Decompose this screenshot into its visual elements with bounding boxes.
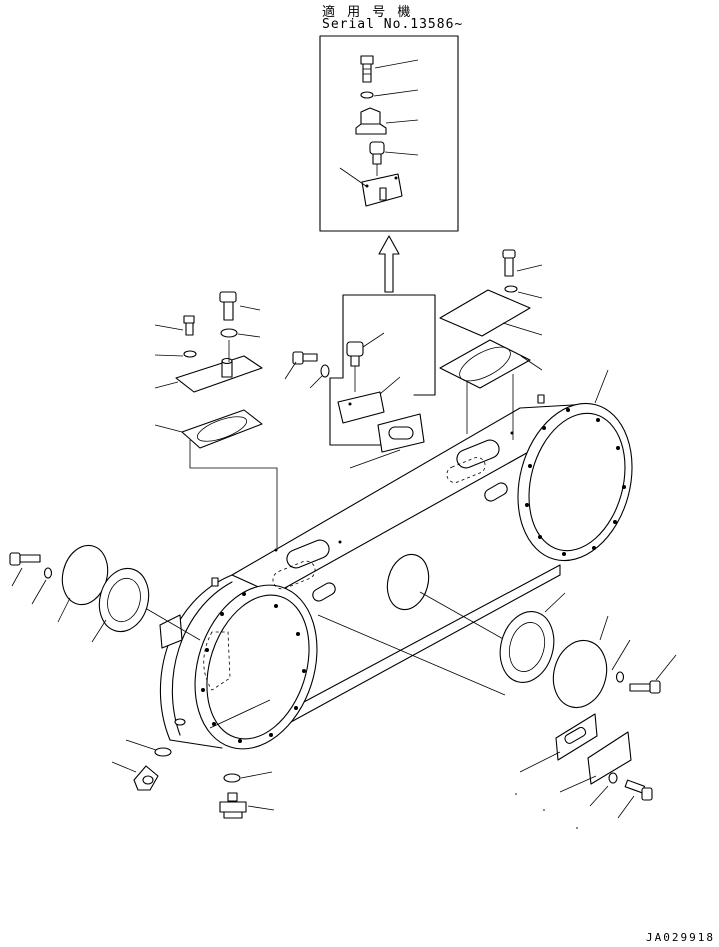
bolt-icon <box>360 55 374 83</box>
inspection-port <box>386 553 430 611</box>
washer-icon <box>223 773 241 783</box>
cover-plate-icon <box>587 731 632 785</box>
bolt-icon <box>624 779 653 801</box>
washer-icon <box>320 364 330 378</box>
front-opening <box>312 582 336 602</box>
bolt-icon <box>219 291 237 321</box>
bolt-icon <box>9 552 41 566</box>
drawing-number: JA029918 <box>646 931 715 944</box>
washer-icon <box>504 285 518 293</box>
left-cover-set <box>9 544 150 643</box>
washer-icon <box>43 567 53 579</box>
bolt-icon <box>629 680 661 694</box>
gasket-icon <box>181 409 263 449</box>
bolt-icon <box>292 351 318 365</box>
bottom-right-plate-set <box>519 713 653 819</box>
washer-icon <box>615 671 625 683</box>
upper-left-cover-set <box>154 291 278 548</box>
shaft-stub <box>159 614 183 649</box>
bracket-icon <box>355 107 387 135</box>
top-opening-right <box>456 439 500 469</box>
serial-inset-box <box>319 35 459 232</box>
washer-icon <box>220 328 238 338</box>
applicable-model-label: 適 用 号 機 <box>322 5 415 20</box>
top-opening-left <box>286 539 330 569</box>
cover-plate-icon <box>552 639 608 709</box>
washer-icon <box>183 350 197 358</box>
cover-plate-icon <box>439 289 531 337</box>
cover-plate-icon <box>175 355 263 393</box>
left-flange-holes <box>201 592 306 743</box>
gasket-icon <box>98 567 150 633</box>
arrow-up-icon <box>378 235 400 293</box>
center-left-bolt-set <box>284 351 330 389</box>
gasket-icon <box>377 413 425 453</box>
drain-plug-icon <box>133 765 159 791</box>
sensor-icon <box>346 341 364 392</box>
sensor-icon <box>369 141 385 176</box>
center-bracket-box <box>329 294 436 469</box>
gasket-icon <box>499 611 555 683</box>
right-lower-cover-set <box>499 592 677 709</box>
washer-icon <box>360 91 374 99</box>
bolt-icon <box>502 249 516 277</box>
right-flange-holes <box>525 408 626 556</box>
cover-plate-icon <box>337 391 385 424</box>
serial-number-label: Serial No.13586~ <box>322 17 464 32</box>
drain-plug-icon <box>219 792 247 819</box>
washer-icon <box>608 772 618 784</box>
transmission-case <box>159 394 633 750</box>
washer-icon <box>154 747 172 757</box>
gasket-icon <box>555 713 598 761</box>
side-opening <box>484 482 508 502</box>
drain-parts <box>111 739 275 819</box>
left-flange-ring <box>194 584 318 750</box>
bolt-icon <box>183 315 195 336</box>
right-flange-ring <box>517 402 633 562</box>
upper-right-cover-set <box>439 249 543 440</box>
drain-hole <box>174 718 186 726</box>
gasket-icon <box>439 339 531 389</box>
cover-plate-icon <box>361 173 403 207</box>
